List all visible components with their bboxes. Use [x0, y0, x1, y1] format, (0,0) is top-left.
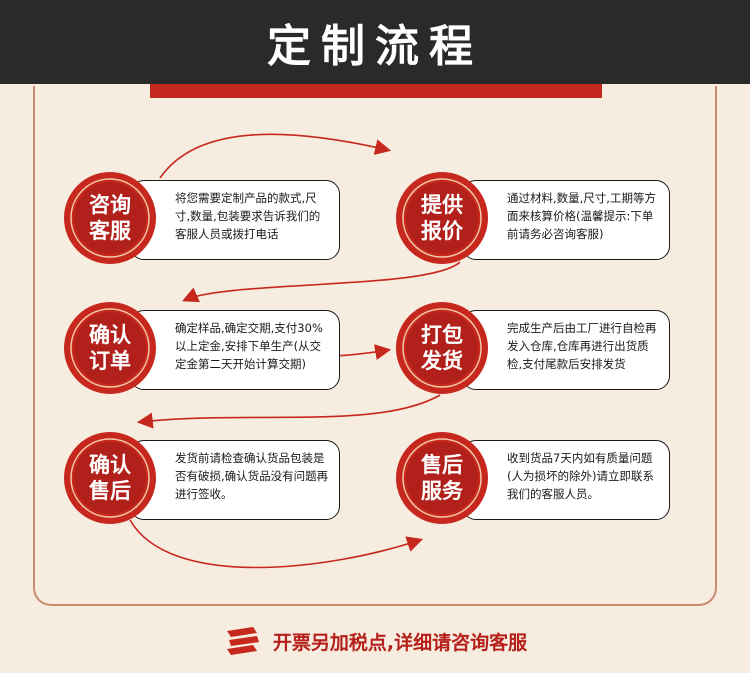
step-description: 将您需要定制产品的款式,尺寸,数量,包装要求告诉我们的客服人员或拨打电话: [175, 191, 321, 241]
step-title-line2: 售后: [89, 478, 131, 503]
step-description: 发货前请检查确认货品包装是否有破损,确认货品没有问题再进行签收。: [175, 451, 329, 501]
step-card-2: 通过材料,数量,尺寸,工期等方面来核算价格(温馨提示:下单前请务必咨询客服): [462, 180, 670, 260]
step-badge-2: 提供 报价: [394, 170, 490, 266]
step-badge-6: 售后 服务: [394, 430, 490, 526]
step-title-line2: 服务: [421, 478, 463, 503]
arrow-step4-to-step5: [136, 394, 441, 429]
step-badge-1: 咨询 客服: [62, 170, 158, 266]
step-card-3: 确定样品,确定交期,支付30%以上定金,安排下单生产(从交定金第二天开始计算交期…: [130, 310, 340, 390]
arrow-step2-to-step3: [182, 261, 461, 303]
arrow-step1-to-step2: [159, 133, 392, 179]
step-badge-3: 确认 订单: [62, 300, 158, 396]
arrow-step5-to-step6: [129, 519, 424, 569]
step-badge-4: 打包 发货: [394, 300, 490, 396]
step-description: 完成生产后由工厂进行自检再发入仓库,仓库再进行出货质检,支付尾款后安排发货: [507, 321, 657, 371]
step-title-line1: 打包: [421, 322, 463, 347]
content-frame: [33, 86, 717, 606]
header-accent-bar: [150, 84, 602, 98]
page-title: 定制流程: [267, 21, 483, 72]
step-title-line2: 订单: [89, 348, 131, 373]
step-title-line2: 发货: [421, 348, 463, 373]
ticket-icon: [226, 627, 259, 655]
step-description: 收到货品7天内如有质量问题(人为损坏的除外)请立即联系我们的客服人员。: [507, 451, 654, 501]
step-card-4: 完成生产后由工厂进行自检再发入仓库,仓库再进行出货质检,支付尾款后安排发货: [462, 310, 670, 390]
step-title-line1: 确认: [89, 322, 131, 347]
step-title-line2: 客服: [89, 218, 131, 243]
step-title-line1: 售后: [421, 452, 463, 477]
step-card-5: 发货前请检查确认货品包装是否有破损,确认货品没有问题再进行签收。: [130, 440, 340, 520]
step-title-line2: 报价: [421, 218, 463, 243]
step-badge-5: 确认 售后: [62, 430, 158, 526]
header-bar-dark: [0, 0, 750, 84]
step-card-6: 收到货品7天内如有质量问题(人为损坏的除外)请立即联系我们的客服人员。: [462, 440, 670, 520]
footer-note: 开票另加税点,详细请咨询客服: [0, 620, 750, 662]
step-title-line1: 确认: [89, 452, 131, 477]
step-title-line1: 提供: [421, 192, 463, 217]
footer-text: 开票另加税点,详细请咨询客服: [272, 631, 528, 654]
step-card-1: 将您需要定制产品的款式,尺寸,数量,包装要求告诉我们的客服人员或拨打电话: [130, 180, 340, 260]
step-description: 确定样品,确定交期,支付30%以上定金,安排下单生产(从交定金第二天开始计算交期…: [175, 321, 323, 371]
step-description: 通过材料,数量,尺寸,工期等方面来核算价格(温馨提示:下单前请务必咨询客服): [507, 191, 656, 241]
step-title-line1: 咨询: [89, 192, 131, 217]
